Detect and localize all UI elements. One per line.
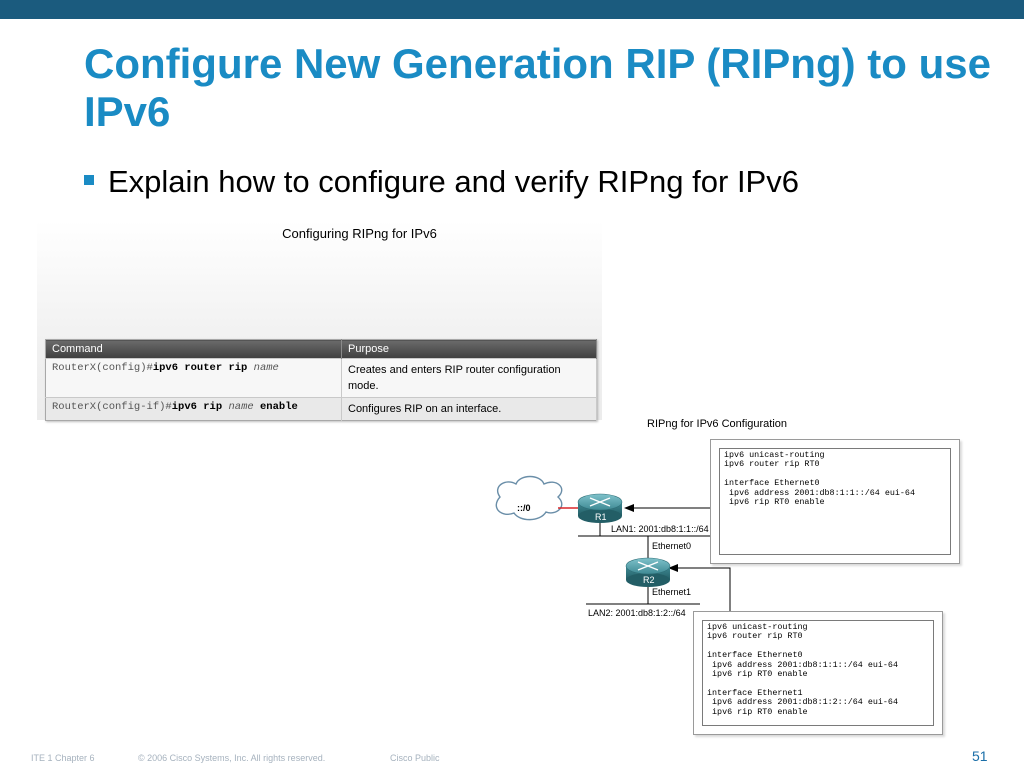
- footer-classification: Cisco Public: [390, 753, 440, 763]
- purpose-cell: Creates and enters RIP router configurat…: [341, 358, 597, 398]
- slide-title: Configure New Generation RIP (RIPng) to …: [84, 40, 991, 135]
- table-header-row: Command Purpose: [45, 339, 597, 359]
- arrowhead-icon: [668, 564, 678, 572]
- arrowhead-icon: [624, 504, 634, 512]
- purpose-cell: Configures RIP on an interface.: [341, 397, 597, 421]
- table-row: RouterX(config)#ipv6 router rip name Cre…: [45, 358, 597, 398]
- footer-course: ITE 1 Chapter 6: [31, 753, 95, 763]
- table-row: RouterX(config-if)#ipv6 rip name enable …: [45, 397, 597, 421]
- footer-copyright: © 2006 Cisco Systems, Inc. All rights re…: [138, 753, 326, 763]
- r2-config-text: ipv6 unicast-routing ipv6 router rip RT0…: [707, 622, 898, 717]
- command-cell: RouterX(config)#ipv6 router rip name: [45, 358, 342, 398]
- top-banner: [0, 0, 1024, 19]
- diagram-title: RIPng for IPv6 Configuration: [647, 418, 788, 430]
- r1-label: R1: [595, 512, 607, 522]
- bullet-square-icon: [84, 175, 94, 185]
- r1-config-box: ipv6 unicast-routing ipv6 router rip RT0…: [710, 439, 960, 564]
- header-purpose: Purpose: [341, 339, 597, 359]
- lan1-label: LAN1: 2001:db8:1:1::/64: [611, 524, 709, 534]
- header-command: Command: [45, 339, 342, 359]
- r1-config-text: ipv6 unicast-routing ipv6 router rip RT0…: [724, 450, 915, 508]
- r1-ethernet0-label: Ethernet0: [652, 541, 692, 551]
- page-number: 51: [972, 748, 988, 764]
- command-table: Command Purpose RouterX(config)#ipv6 rou…: [45, 339, 597, 421]
- r2-label: R2: [643, 575, 655, 585]
- table-figure-title: Configuring RIPng for IPv6: [282, 226, 437, 241]
- bullet-text: Explain how to configure and verify RIPn…: [108, 164, 799, 199]
- command-cell: RouterX(config-if)#ipv6 rip name enable: [45, 397, 342, 421]
- internet-cloud-icon: [495, 475, 563, 521]
- bullet-item: Explain how to configure and verify RIPn…: [84, 164, 799, 200]
- r2-config-box: ipv6 unicast-routing ipv6 router rip RT0…: [693, 611, 943, 735]
- r2-ethernet1-label: Ethernet1: [652, 587, 692, 597]
- lan2-label: LAN2: 2001:db8:1:2::/64: [588, 608, 686, 618]
- cloud-label: ::/0: [517, 503, 531, 513]
